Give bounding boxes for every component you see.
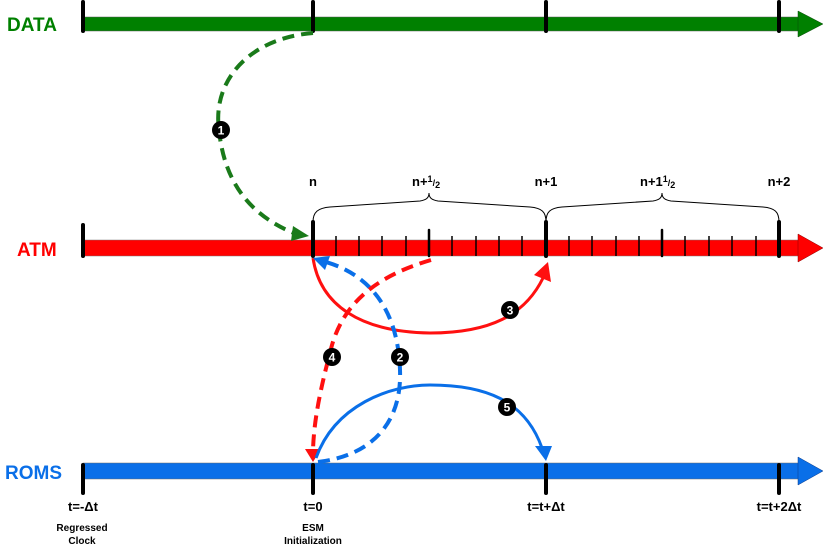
step-marker-4: 4: [323, 348, 341, 366]
roms-time-minus: t=-Δt: [68, 499, 99, 514]
atm-step-n2: n+2: [768, 174, 791, 189]
svg-text:3: 3: [507, 304, 514, 318]
brace-n-to-n1: [312, 192, 547, 223]
roms-time-zero: t=0: [303, 499, 322, 514]
annotation-initialization: Initialization: [284, 536, 342, 547]
atm-step-n1: n+1: [535, 174, 558, 189]
atm-timeline: [81, 192, 824, 263]
roms-time-plus2: t=t+2Δt: [757, 499, 802, 514]
data-timeline: [81, 0, 824, 38]
atm-step-n-half: n+1/2: [412, 174, 440, 190]
atm-step-n: n: [309, 174, 317, 189]
atm-step-n1-half: n+11/2: [640, 174, 675, 190]
svg-text:5: 5: [504, 401, 511, 415]
step-marker-5: 5: [498, 398, 516, 416]
arrow-step-5: [314, 383, 552, 461]
step-marker-2: 2: [391, 348, 409, 366]
atm-minor-ticks: [335, 236, 757, 256]
roms-label: ROMS: [5, 463, 62, 484]
annotation-regressed: Regressed: [56, 523, 107, 534]
arrow-step-2: [313, 256, 403, 464]
roms-timeline: [81, 456, 824, 495]
svg-text:2: 2: [397, 351, 404, 365]
atm-label: ATM: [17, 240, 57, 261]
svg-text:4: 4: [329, 351, 336, 365]
data-label: DATA: [7, 15, 57, 36]
roms-time-plus: t=t+Δt: [527, 499, 565, 514]
brace-n1-to-n2: [545, 192, 780, 223]
step-marker-3: 3: [501, 301, 519, 319]
arrow-step-1: [216, 31, 314, 241]
annotation-esm: ESM: [302, 523, 324, 534]
svg-text:1: 1: [218, 124, 225, 138]
annotation-clock: Clock: [68, 536, 96, 547]
arrow-step-3: [311, 257, 551, 335]
step-marker-1: 1: [212, 121, 230, 139]
